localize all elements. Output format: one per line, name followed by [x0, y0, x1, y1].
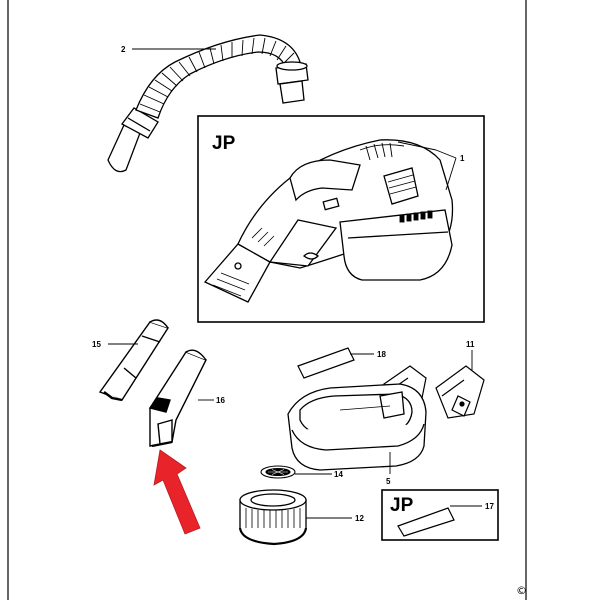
hose-part — [107, 34, 309, 173]
callout-2: 2 — [121, 45, 126, 54]
pointer-arrow — [153, 449, 201, 535]
callout-5: 5 — [386, 477, 391, 486]
callout-1: 1 — [460, 154, 465, 163]
dust-bowl-part-5 — [287, 383, 427, 471]
filter-label-part-18 — [297, 347, 355, 379]
callout-14: 14 — [334, 470, 343, 479]
jp-variant-frame-main — [197, 115, 485, 323]
crevice-tool-part-15 — [98, 319, 170, 402]
page-frame — [7, 0, 527, 600]
callout-15: 15 — [92, 340, 101, 349]
callout-18: 18 — [377, 350, 386, 359]
callout-11: 11 — [466, 340, 475, 349]
prefilter-disc-part-14 — [260, 465, 296, 479]
callout-17: 17 — [485, 502, 494, 511]
angled-tool-part-16 — [148, 349, 207, 448]
jp-badge-small: JP — [390, 495, 414, 516]
copyright-mark: © — [516, 584, 527, 597]
jp-badge-main: JP — [212, 133, 236, 154]
callout-1-leader — [397, 141, 457, 191]
callout-16: 16 — [216, 396, 225, 405]
jp-variant-frame-small — [381, 489, 499, 541]
label-part-17 — [397, 507, 455, 537]
callout-12: 12 — [355, 514, 364, 523]
red-arrow-icon — [153, 449, 201, 535]
pleated-filter-part-12 — [238, 489, 308, 546]
vacuum-body-part — [203, 139, 454, 303]
